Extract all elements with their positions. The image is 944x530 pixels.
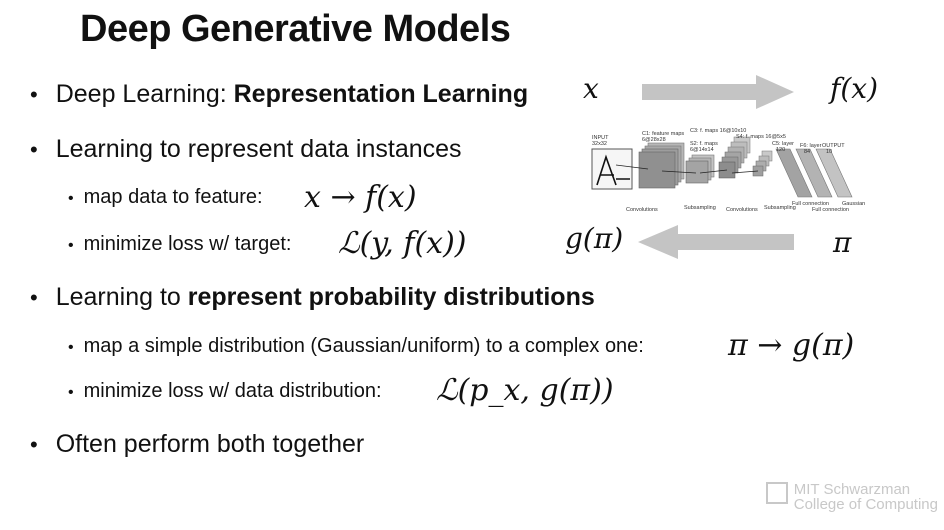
diagram-x-label: x <box>583 72 599 105</box>
subbullet-text: minimize loss w/ data distribution: <box>83 380 382 402</box>
page-title: Deep Generative Models <box>80 8 511 50</box>
logo-line2: College of Computing <box>793 496 938 513</box>
net-s2-maps <box>685 160 709 184</box>
bullet-bold-text: represent probability distributions <box>187 283 595 311</box>
diagram-pi-label: π <box>833 226 852 259</box>
net-label-c5-size: 120 <box>776 147 785 153</box>
net-label-c3: C3: f. maps 16@10x10 <box>690 128 746 134</box>
math-pi-to-gpi: π → g(π) <box>728 328 855 363</box>
net-label-input: INPUT <box>592 135 609 141</box>
net-bottom-label: Gaussian <box>842 201 865 207</box>
net-label-c1: C1: feature maps <box>642 131 684 137</box>
bullet-dot: • <box>30 137 38 162</box>
net-f6-layer <box>795 148 833 198</box>
net-bottom-label: Convolutions <box>726 207 758 213</box>
subbullet-text: minimize loss w/ target: <box>83 233 292 255</box>
subbullet-map-data: • map data to feature: <box>68 186 263 209</box>
subbullet-map-distribution: • map a simple distribution (Gaussian/uni… <box>68 335 644 358</box>
bullet-represent-distributions: • Learning to represent probability distr… <box>30 283 595 312</box>
subbullet-text: map data to feature: <box>83 186 263 208</box>
logo-line1: MIT Schwarzman <box>793 481 911 498</box>
math-x-to-fx: x → f(x) <box>304 180 417 215</box>
math-loss-target: ℒ(y, f(x)) <box>338 226 467 261</box>
subbullet-dot: • <box>68 237 74 254</box>
subbullet-dot: • <box>68 339 74 356</box>
diagram-gpi-label: g(π) <box>565 222 624 255</box>
net-label-output: OUTPUT <box>822 143 845 149</box>
net-label-s2-size: 6@14x14 <box>690 147 714 153</box>
math-loss-data: ℒ(p_x, g(π)) <box>436 373 614 408</box>
diagram-fx-label: f(x) <box>830 72 879 105</box>
net-label-input-size: 32x32 <box>592 141 607 147</box>
subbullet-minimize-loss-data: • minimize loss w/ data distribution: <box>68 380 382 403</box>
lenet-diagram: INPUT 32x32 C1: feature maps 6@28x28 S2:… <box>591 128 865 213</box>
bullet-dot: • <box>30 432 38 457</box>
net-c5-layer <box>775 148 813 198</box>
bullet-text: Learning to <box>55 283 188 311</box>
net-label-s2: S2: f. maps <box>690 141 718 147</box>
net-label-f6-size: 84 <box>804 149 810 155</box>
bullet-dot: • <box>30 82 38 107</box>
net-bottom-label: Convolutions <box>626 207 658 213</box>
net-bottom-label: Subsampling <box>764 205 796 211</box>
net-bottom-label: Full connection <box>812 207 849 213</box>
subbullet-text: map a simple distribution (Gaussian/unif… <box>83 335 644 357</box>
net-label-c5: C5: layer <box>772 141 794 147</box>
bullet-text: Learning to represent data instances <box>55 135 462 163</box>
net-output-layer <box>815 148 853 198</box>
net-label-output-size: 10 <box>826 149 832 155</box>
bullet-represent-data: • Learning to represent data instances <box>30 135 462 164</box>
net-label-f6: F6: layer <box>800 143 822 149</box>
bullet-dot: • <box>30 285 38 310</box>
net-label-c1-size: 6@28x28 <box>642 137 666 143</box>
net-label-s4: S4: f. maps 16@5x5 <box>736 134 786 140</box>
net-c1-maps <box>638 151 676 189</box>
bullet-representation-learning: • Deep Learning: Representation Learning <box>30 80 528 109</box>
backward-arrow-icon <box>638 225 794 259</box>
subbullet-dot: • <box>68 190 74 207</box>
net-bottom-label: Full connection <box>792 201 829 207</box>
bullet-text: Often perform both together <box>55 430 365 458</box>
forward-arrow-icon <box>642 75 794 109</box>
net-bottom-label: Subsampling <box>684 205 716 211</box>
bullet-both-together: • Often perform both together <box>30 430 364 459</box>
mit-logo-icon <box>765 482 788 504</box>
bullet-text: Deep Learning: <box>55 80 234 108</box>
subbullet-minimize-loss-target: • minimize loss w/ target: <box>68 233 291 256</box>
subbullet-dot: • <box>68 384 74 401</box>
letter-a-glyph <box>596 154 630 186</box>
bullet-bold-text: Representation Learning <box>233 80 529 108</box>
